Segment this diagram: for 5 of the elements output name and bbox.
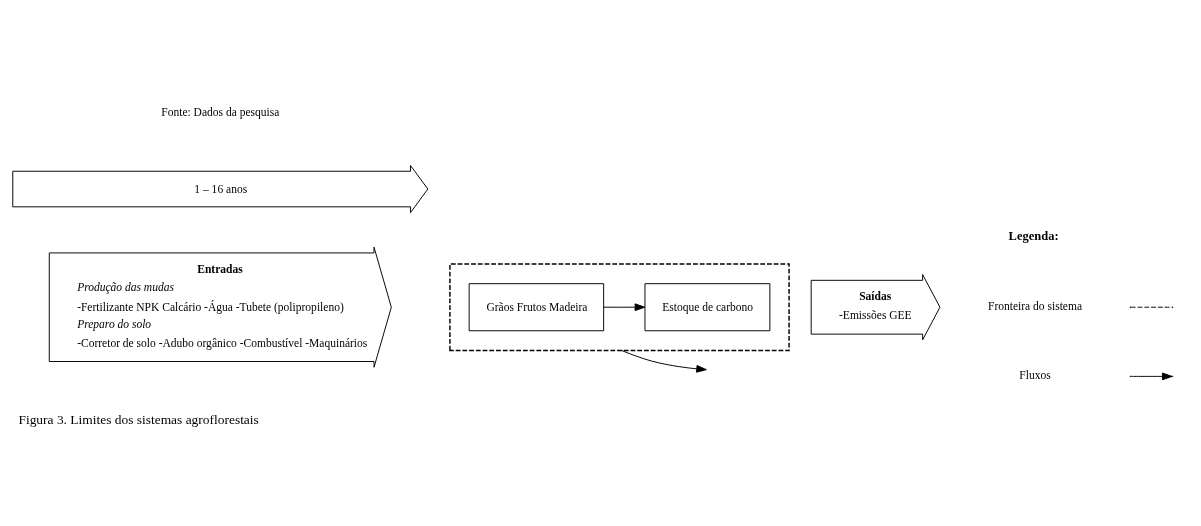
- label: Legenda:: [1008, 228, 1059, 243]
- legend-label: Fluxos: [1019, 368, 1051, 381]
- label: Fonte: Dados da pesquisa: [161, 105, 280, 118]
- caption: Figura 3. Limites dos sistemas agroflorestais: [18, 411, 259, 427]
- legend-label: Fronteira do sistema: [988, 299, 1083, 312]
